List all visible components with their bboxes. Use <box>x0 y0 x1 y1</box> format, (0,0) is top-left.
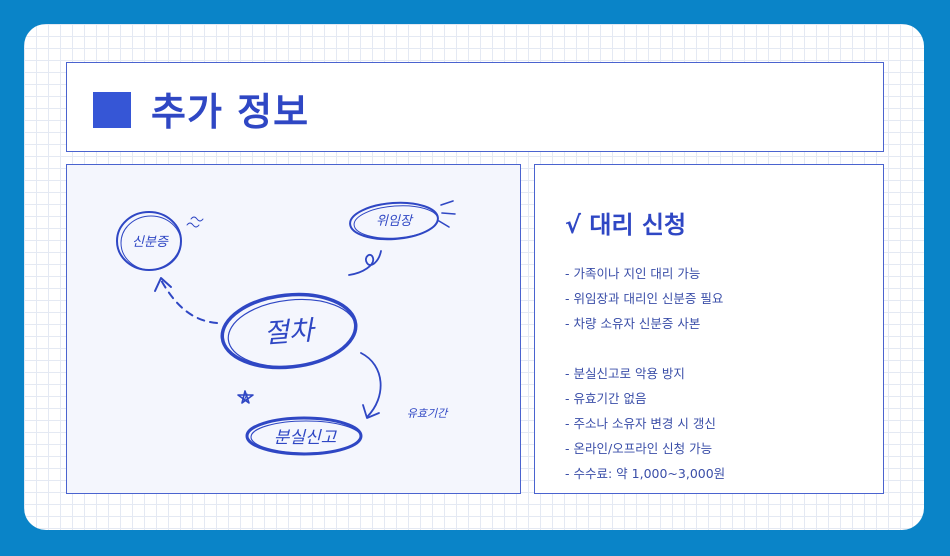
squiggle-to-proxy <box>348 250 382 276</box>
list-spacer <box>565 336 725 361</box>
info-heading: √ 대리 신청 <box>565 211 687 239</box>
id-label: 신분증 <box>132 235 169 250</box>
list-item: - 차량 소유자 신분증 사본 <box>565 316 701 331</box>
validity-note: 유효기간 <box>407 407 449 420</box>
list-item: - 가족이나 지인 대리 가능 <box>565 266 701 281</box>
list-item: - 유효기간 없음 <box>565 391 647 406</box>
proxy-label: 위임장 <box>376 214 414 229</box>
list-item: - 수수료: 약 1,000~3,000원 <box>565 466 726 481</box>
arrow-to-loss <box>360 352 382 418</box>
info-panel: √ 대리 신청 - 가족이나 지인 대리 가능 - 위임장과 대리인 신분증 필… <box>534 164 884 494</box>
list-item: - 분실신고로 악용 방지 <box>565 366 685 381</box>
loss-label: 분실신고 <box>274 428 338 448</box>
title-square-icon <box>93 92 131 128</box>
list-item: - 위임장과 대리인 신분증 필요 <box>565 291 724 306</box>
list-item: - 주소나 소유자 변경 시 갱신 <box>565 416 716 431</box>
slide-card: 추가 정보 <box>24 24 924 530</box>
star-doodle <box>237 390 254 404</box>
arrow-to-id <box>160 279 218 324</box>
mindmap-panel: 절차 신분증 위임장 분실신고 유효기간 <box>66 164 521 494</box>
info-list: - 가족이나 지인 대리 가능 - 위임장과 대리인 신분증 필요 - 차량 소… <box>565 261 725 486</box>
page-title: 추가 정보 <box>151 90 310 134</box>
mindmap-sketch: 절차 신분증 위임장 분실신고 유효기간 <box>116 200 456 456</box>
list-item: - 온라인/오프라인 신청 가능 <box>565 441 713 456</box>
title-panel: 추가 정보 <box>66 62 884 152</box>
center-label: 절차 <box>263 315 318 350</box>
